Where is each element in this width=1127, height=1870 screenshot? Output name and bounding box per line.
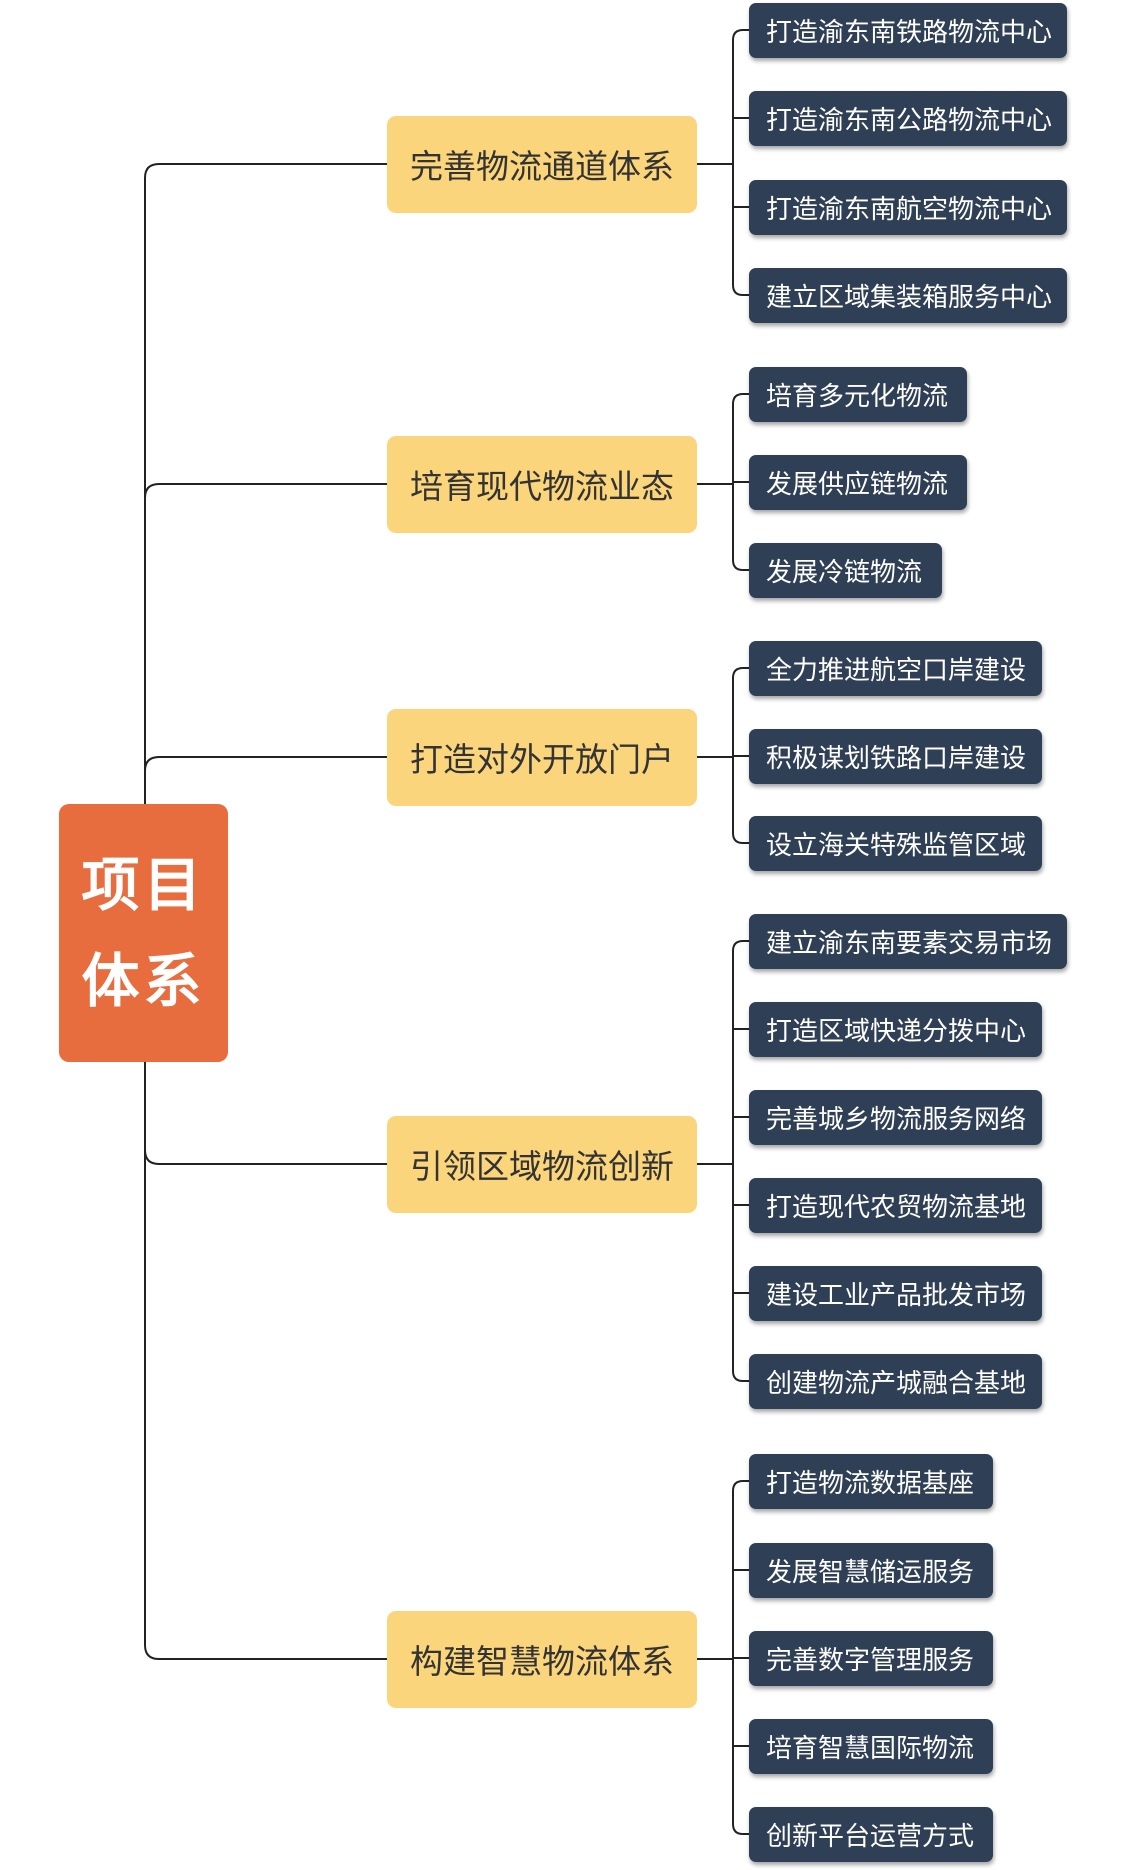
leaf-node: 打造渝东南航空物流中心 (749, 179, 1067, 235)
leaf-node: 打造渝东南铁路物流中心 (749, 2, 1067, 58)
leaf-node: 打造现代农贸物流基地 (749, 1177, 1042, 1233)
leaf-node: 培育多元化物流 (749, 366, 967, 422)
root-title-line-1: 项目 (81, 851, 206, 919)
leaf-node: 全力推进航空口岸建设 (749, 640, 1042, 696)
root-title-line-2: 体系 (81, 947, 206, 1015)
trunk-connector (144, 163, 387, 804)
trunk-connector (144, 483, 387, 804)
leaf-node: 发展供应链物流 (749, 454, 967, 510)
root-node: 项目 体系 (59, 804, 228, 1062)
leaf-node: 完善数字管理服务 (749, 1630, 993, 1686)
branch-node: 引领区域物流创新 (387, 1115, 697, 1213)
branch-node: 培育现代物流业态 (387, 435, 697, 533)
branch-node: 构建智慧物流体系 (387, 1610, 697, 1708)
leaf-node: 建立区域集装箱服务中心 (749, 267, 1067, 323)
leaf-node: 创新平台运营方式 (749, 1806, 993, 1862)
leaf-node: 打造渝东南公路物流中心 (749, 90, 1067, 146)
leaf-node: 发展智慧储运服务 (749, 1542, 993, 1598)
branch-node: 完善物流通道体系 (387, 115, 697, 213)
trunk-connector (144, 1062, 387, 1660)
leaf-node: 培育智慧国际物流 (749, 1718, 993, 1774)
leaf-node: 创建物流产城融合基地 (749, 1353, 1042, 1409)
leaf-bracket-connector (732, 29, 749, 296)
trunk-connector (144, 756, 387, 804)
leaf-node: 建立渝东南要素交易市场 (749, 913, 1067, 969)
leaf-node: 发展冷链物流 (749, 542, 942, 598)
leaf-node: 建设工业产品批发市场 (749, 1265, 1042, 1321)
leaf-bracket-connector (732, 940, 749, 1382)
leaf-node: 打造物流数据基座 (749, 1453, 993, 1509)
leaf-node: 打造区域快递分拨中心 (749, 1001, 1042, 1057)
branch-node: 打造对外开放门户 (387, 708, 697, 806)
leaf-node: 积极谋划铁路口岸建设 (749, 728, 1042, 784)
leaf-node: 完善城乡物流服务网络 (749, 1089, 1042, 1145)
trunk-connector (144, 1062, 387, 1165)
leaf-node: 设立海关特殊监管区域 (749, 815, 1042, 871)
